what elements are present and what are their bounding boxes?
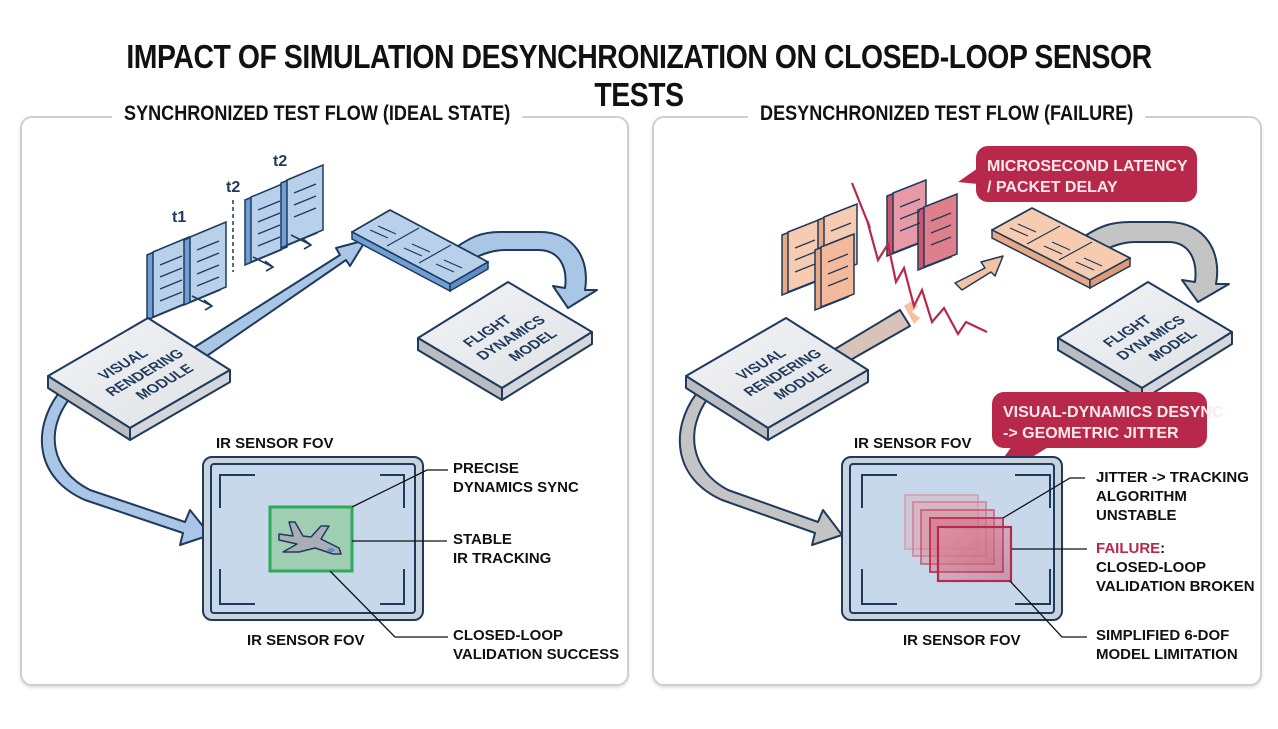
right-diagram: MICROSECOND LATENCY / PACKET DELAY VISUA… bbox=[678, 146, 1255, 663]
latency-bubble-line-2: / PACKET DELAY bbox=[987, 179, 1118, 196]
fov-corner-brackets bbox=[219, 474, 405, 605]
flight-dynamics-model-right: FLIGHT DYNAMICS MODEL bbox=[1057, 281, 1233, 401]
callout-precise-sync-1: PRECISE bbox=[453, 460, 519, 477]
callout-leader-lines bbox=[329, 469, 448, 638]
desynchronized-panel-heading: DESYNCHRONIZED TEST FLOW (FAILURE) bbox=[748, 102, 1146, 126]
synchronized-panel-heading: SYNCHRONIZED TEST FLOW (IDEAL STATE) bbox=[112, 102, 523, 126]
latency-callout-bubble: MICROSECOND LATENCY / PACKET DELAY bbox=[958, 146, 1197, 202]
callout-leader-lines-right bbox=[1002, 477, 1087, 638]
fov-label-bottom-right: IR SENSOR FOV bbox=[903, 632, 1021, 649]
flow-arrow-visual-to-frame bbox=[189, 239, 367, 363]
callout-precise-sync-2: DYNAMICS SYNC bbox=[453, 479, 579, 496]
fov-corner-brackets-right bbox=[861, 474, 1051, 605]
jittering-target-boxes bbox=[904, 494, 1013, 583]
callout-stable-tracking-1: STABLE bbox=[453, 531, 512, 548]
latency-bubble-line-1: MICROSECOND LATENCY bbox=[987, 158, 1188, 175]
left-diagram: t1 t2 t2 bbox=[40, 153, 619, 663]
late-packets bbox=[886, 178, 958, 272]
callout-validation-success-2: VALIDATION SUCCESS bbox=[453, 646, 619, 663]
callout-jitter-2: ALGORITHM bbox=[1096, 488, 1187, 505]
callout-stable-tracking-2: IR TRACKING bbox=[453, 550, 551, 567]
flow-arrow-frame-to-flight-gray bbox=[1084, 221, 1230, 303]
flow-arrow-visual-to-fov bbox=[40, 393, 211, 546]
page-title: IMPACT OF SIMULATION DESYNCHRONIZATION O… bbox=[126, 38, 1152, 113]
fov-label-bottom: IR SENSOR FOV bbox=[247, 632, 365, 649]
visual-rendering-module: VISUAL RENDERING MODULE bbox=[47, 317, 231, 441]
callout-6dof-1: SIMPLIFIED 6-DOF bbox=[1096, 627, 1229, 644]
flight-dynamics-model: FLIGHT DYNAMICS MODEL bbox=[417, 281, 593, 401]
callout-jitter-1: JITTER -> TRACKING bbox=[1096, 469, 1249, 486]
broken-flow-arrow bbox=[829, 300, 920, 367]
time-label-t2-a: t2 bbox=[226, 179, 240, 196]
callout-failure-3: VALIDATION BROKEN bbox=[1096, 578, 1255, 595]
delayed-packets bbox=[781, 202, 858, 312]
callout-validation-success-1: CLOSED-LOOP bbox=[453, 627, 563, 644]
data-packet-t1 bbox=[146, 220, 227, 322]
frame-buffer-panel-delayed bbox=[991, 207, 1131, 290]
ir-sensor-fov bbox=[202, 456, 424, 621]
ir-sensor-fov-right bbox=[841, 456, 1063, 621]
time-label-t1: t1 bbox=[172, 209, 186, 226]
callout-failure-1: FAILURE: bbox=[1096, 540, 1165, 557]
failure-colon: : bbox=[1160, 540, 1165, 557]
frame-buffer-panel bbox=[351, 209, 489, 293]
callout-jitter-3: UNSTABLE bbox=[1096, 507, 1177, 524]
failure-keyword: FAILURE bbox=[1096, 540, 1160, 557]
flow-arrow-visual-to-fov-gray bbox=[678, 393, 843, 546]
visual-rendering-module-right: VISUAL RENDERING MODULE bbox=[685, 317, 869, 441]
fov-label-top-right: IR SENSOR FOV bbox=[854, 435, 972, 452]
time-label-t2-b: t2 bbox=[273, 153, 287, 170]
desync-bubble-line-1: VISUAL-DYNAMICS DESYNC bbox=[1003, 404, 1224, 421]
callout-failure-2: CLOSED-LOOP bbox=[1096, 559, 1206, 576]
desync-bubble-line-2: -> GEOMETRIC JITTER bbox=[1003, 425, 1179, 442]
callout-6dof-2: MODEL LIMITATION bbox=[1096, 646, 1238, 663]
data-packet-t2 bbox=[244, 163, 324, 272]
fov-label-top: IR SENSOR FOV bbox=[216, 435, 334, 452]
delayed-flow-arrow bbox=[954, 255, 1004, 291]
jet-icon bbox=[278, 521, 342, 555]
flow-arrow-frame-to-flight bbox=[454, 231, 598, 309]
latency-jitter-line bbox=[850, 182, 988, 337]
